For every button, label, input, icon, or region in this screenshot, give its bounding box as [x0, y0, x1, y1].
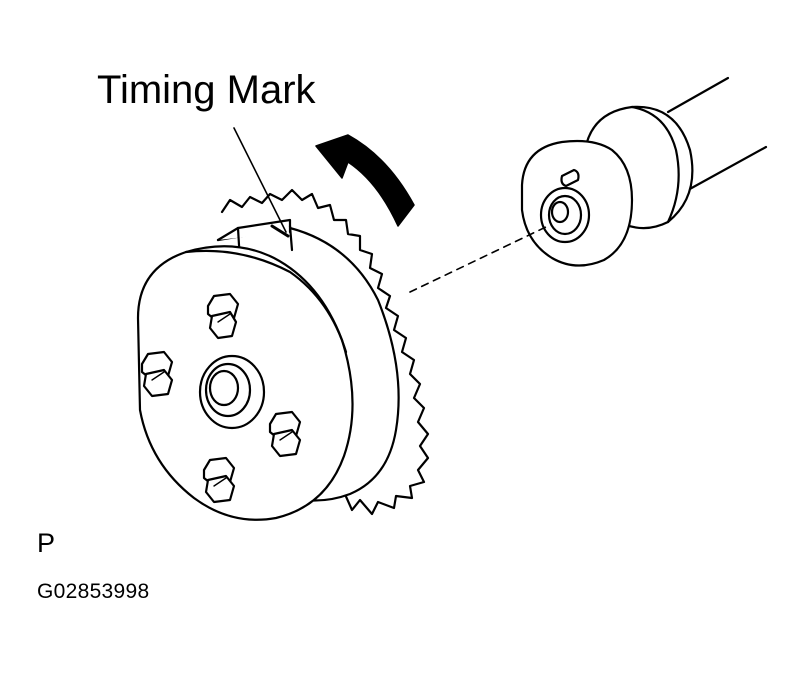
alignment-centerline	[409, 225, 549, 293]
bolt-right	[268, 410, 302, 458]
timing-mark-notch	[270, 224, 290, 238]
bolt-top	[206, 292, 240, 340]
center-hub	[198, 354, 266, 430]
camshaft-end	[520, 139, 634, 267]
camshaft-shaft	[666, 76, 768, 192]
bolt-left	[140, 350, 174, 398]
timing-mark-label: Timing Mark	[97, 68, 316, 112]
bolt-bottom	[202, 456, 236, 504]
rotation-direction-arrow	[315, 134, 415, 227]
knock-pin	[560, 168, 580, 188]
view-letter: P	[37, 528, 56, 558]
figure-code: G02853998	[37, 580, 150, 603]
callout-leader-line	[233, 127, 287, 233]
